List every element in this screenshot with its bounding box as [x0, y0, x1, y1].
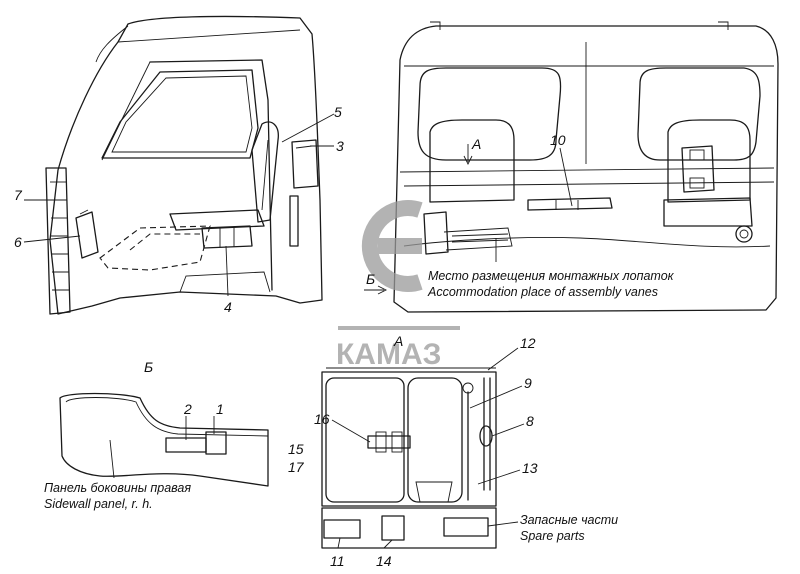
caption-spare-en: Spare parts	[520, 529, 585, 543]
callout-17: 17	[288, 459, 305, 475]
kamaz-watermark: КАМАЗ	[336, 200, 460, 371]
callout-11: 11	[330, 553, 345, 569]
cab-rear-view	[364, 21, 779, 313]
view-b-title: Б	[144, 359, 153, 375]
callout-1: 1	[216, 401, 224, 417]
cab-side-view	[45, 15, 323, 315]
callout-4: 4	[224, 299, 232, 315]
callout-9: 9	[524, 375, 532, 391]
callout-16: 16	[314, 411, 330, 427]
caption-sidewall-en: Sidewall panel, r. h.	[44, 497, 153, 511]
callout-14: 14	[376, 553, 392, 569]
callout-3: 3	[336, 138, 344, 154]
callout-12: 12	[520, 335, 536, 351]
callout-15: 15	[288, 441, 304, 457]
view-a-top: A	[471, 136, 481, 152]
spare-parts-box	[321, 367, 497, 549]
view-a-bottom: A	[393, 333, 403, 349]
callout-2: 2	[183, 401, 192, 417]
leader-lines	[23, 113, 573, 549]
callout-7: 7	[14, 187, 23, 203]
caption-assembly-ru: Место размещения монтажных лопаток	[428, 269, 675, 283]
sidewall-detail	[59, 392, 269, 487]
caption-assembly-en: Accommodation place of assembly vanes	[427, 285, 658, 299]
watermark-text: КАМАЗ	[336, 338, 441, 371]
captions: Место размещения монтажных лопаток Accom…	[44, 269, 675, 543]
callout-13: 13	[522, 460, 538, 476]
callout-5: 5	[334, 104, 342, 120]
caption-sidewall-ru: Панель боковины правая	[44, 481, 191, 495]
callout-8: 8	[526, 413, 534, 429]
callout-10: 10	[550, 132, 566, 148]
caption-spare-ru: Запасные части	[520, 513, 618, 527]
view-b-arrow: Б	[366, 271, 375, 287]
callout-6: 6	[14, 234, 22, 250]
callout-labels: 5 3 7 6 4 10 A Б Б 2 1 A 12 9 8 13 16 15…	[14, 104, 566, 569]
